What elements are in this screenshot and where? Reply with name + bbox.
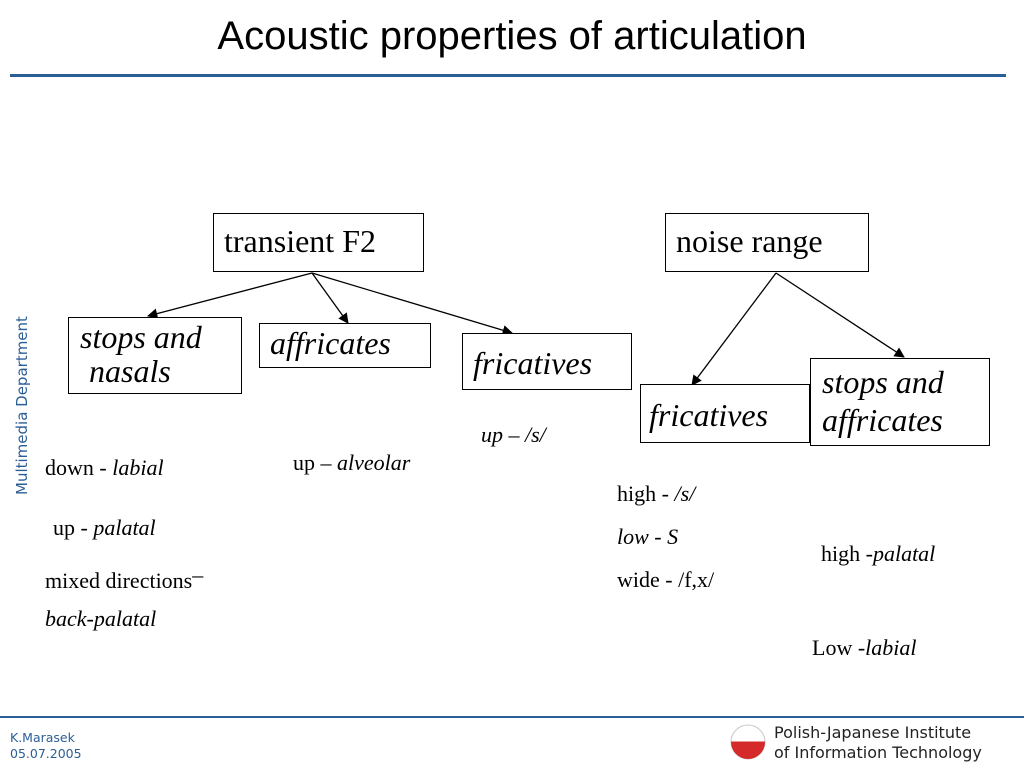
label-low-labial-plain: Low - bbox=[812, 635, 866, 660]
title-divider bbox=[10, 74, 1006, 77]
label-low-s-text: low - S bbox=[617, 524, 679, 549]
node-fricatives-left-label: fricatives bbox=[473, 345, 593, 381]
label-wide-fx-text: wide - /f,x/ bbox=[617, 567, 715, 592]
footer-author: K.Marasek bbox=[10, 730, 75, 745]
node-affricates: affricates bbox=[259, 323, 431, 368]
label-high-palatal: high -palatal bbox=[821, 541, 935, 567]
arrow-f2-to-fricatives bbox=[311, 272, 513, 336]
page-title: Acoustic properties of articulation bbox=[217, 14, 807, 58]
node-stops-affricates-line2: affricates bbox=[822, 402, 943, 438]
label-high-s: high - /s/ bbox=[617, 481, 695, 507]
arrow-noise-to-fricatives bbox=[691, 272, 777, 386]
label-up-palatal-plain: up - bbox=[53, 515, 94, 540]
label-up-palatal: up - palatal bbox=[53, 515, 156, 541]
label-low-labial-italic: labial bbox=[865, 635, 917, 660]
arrow-f2-to-stops-nasals bbox=[146, 272, 313, 319]
label-mixed-directions-text: mixed directions bbox=[45, 568, 193, 593]
arrow-noise-to-stops-affricates bbox=[775, 272, 905, 358]
label-up-palatal-italic: palatal bbox=[93, 515, 156, 540]
label-up-s: up – /s/ bbox=[481, 422, 546, 448]
node-fricatives-right: fricatives bbox=[640, 384, 810, 443]
footer-author-block: K.Marasek 05.07.2005 bbox=[10, 730, 82, 762]
node-stops-nasals-line2: nasals bbox=[89, 353, 171, 389]
label-low-s: low - S bbox=[617, 524, 678, 550]
label-up-alveolar: up – alveolar bbox=[293, 450, 410, 476]
label-up-alveolar-italic: alveolar bbox=[337, 450, 411, 475]
label-up-s-text: up – /s/ bbox=[481, 422, 546, 447]
node-transient-f2-label: transient F2 bbox=[224, 223, 376, 259]
node-stops-affricates-line1: stops and bbox=[822, 364, 944, 400]
node-fricatives-left: fricatives bbox=[462, 333, 632, 390]
node-stops-affricates: stops and affricates bbox=[810, 358, 990, 446]
institute-name: Polish-Japanese Institute of Information… bbox=[774, 723, 982, 763]
label-down-labial: down - labial bbox=[45, 455, 164, 481]
node-stops-nasals: stops and nasals bbox=[68, 317, 242, 394]
label-mixed-directions-dash: – bbox=[192, 562, 204, 587]
node-affricates-label: affricates bbox=[270, 325, 391, 361]
label-down-labial-italic: labial bbox=[112, 455, 164, 480]
node-fricatives-right-label: fricatives bbox=[649, 397, 769, 433]
label-wide-fx: wide - /f,x/ bbox=[617, 567, 714, 593]
label-down-labial-plain: down - bbox=[45, 455, 113, 480]
label-mixed-directions: mixed directions– bbox=[45, 562, 203, 594]
institute-name-line1: Polish-Japanese Institute bbox=[774, 723, 972, 742]
institute-name-line2: of Information Technology bbox=[774, 743, 982, 762]
label-high-palatal-plain: high - bbox=[821, 541, 873, 566]
label-back-palatal: back-palatal bbox=[45, 606, 156, 632]
node-noise-range: noise range bbox=[665, 213, 869, 272]
footer-date: 05.07.2005 bbox=[10, 746, 82, 761]
institute-logo-icon bbox=[730, 724, 766, 760]
label-high-s-plain: high - bbox=[617, 481, 675, 506]
node-transient-f2: transient F2 bbox=[213, 213, 424, 272]
footer-divider bbox=[0, 716, 1024, 718]
node-noise-range-label: noise range bbox=[676, 223, 823, 259]
node-stops-nasals-line1: stops and bbox=[80, 319, 202, 355]
label-back-palatal-text: back-palatal bbox=[45, 606, 157, 631]
label-low-labial: Low -labial bbox=[812, 635, 917, 661]
arrow-f2-to-affricates bbox=[311, 272, 349, 324]
label-high-s-italic: /s/ bbox=[674, 481, 696, 506]
label-up-alveolar-plain: up – bbox=[293, 450, 337, 475]
label-high-palatal-italic: palatal bbox=[872, 541, 936, 566]
